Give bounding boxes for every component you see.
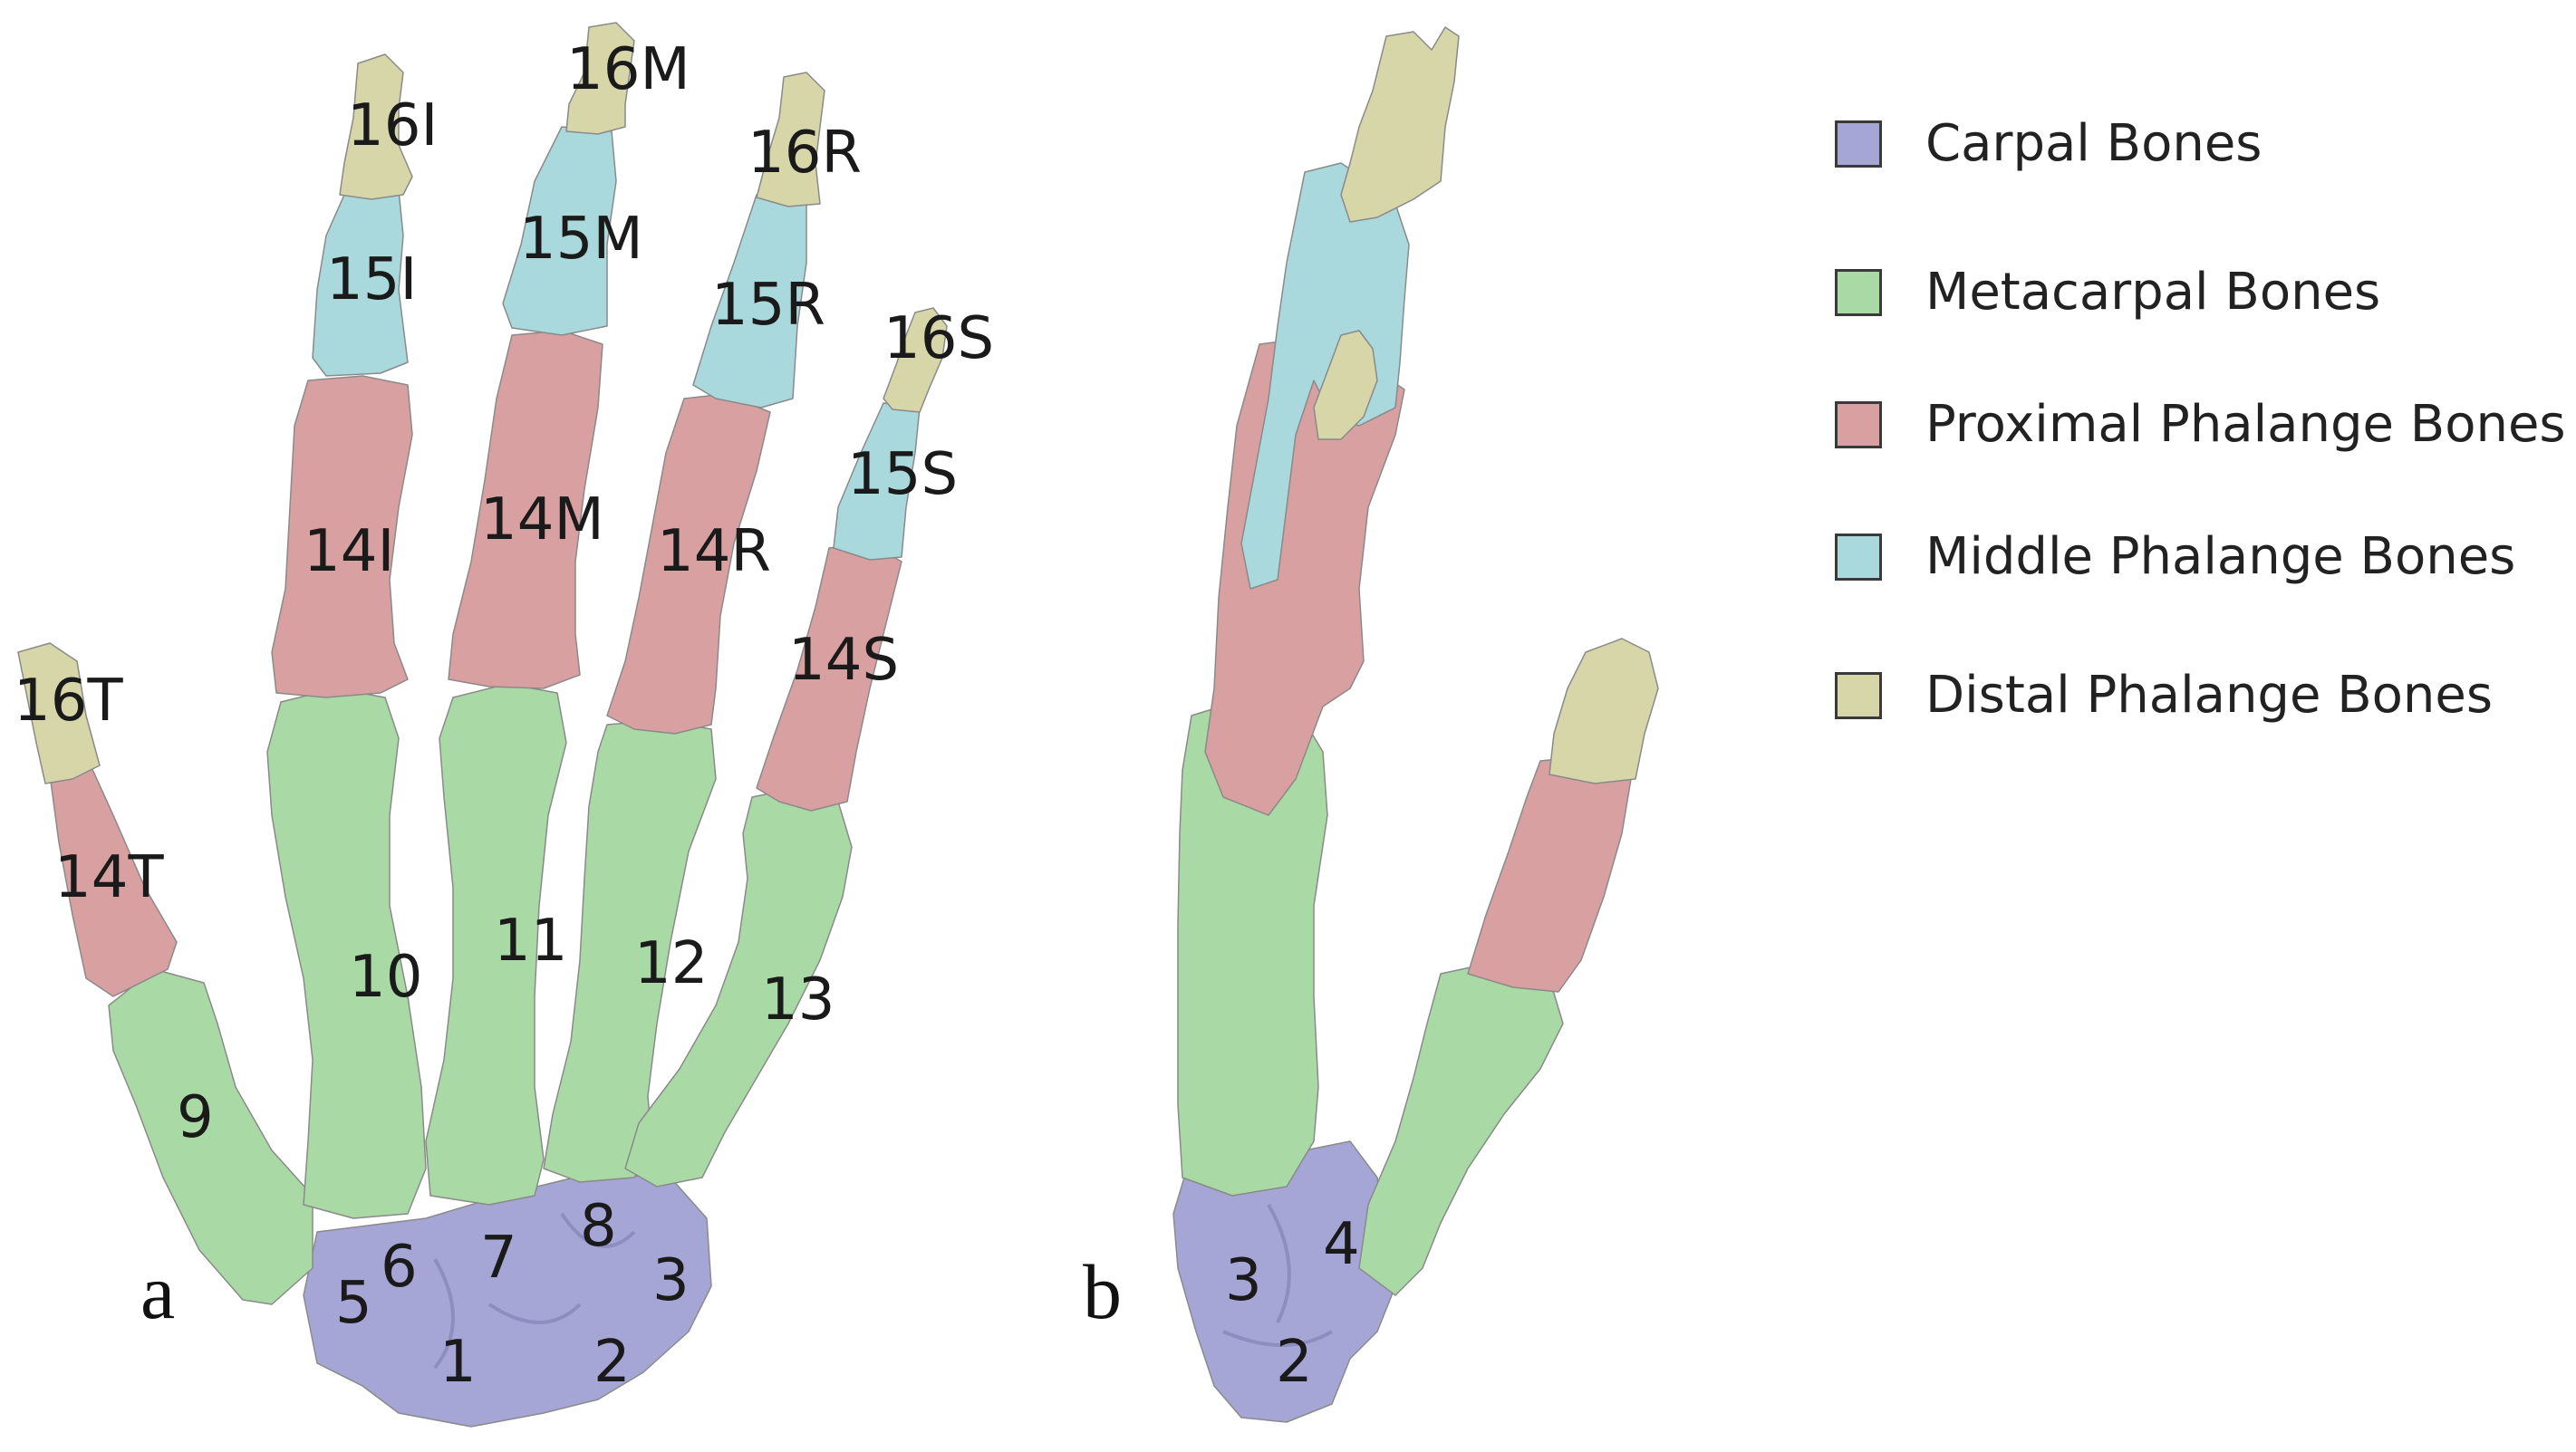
legend-item-distal: Distal Phalange Bones <box>1835 666 2493 725</box>
carpal-groove-a2 <box>487 1303 582 1324</box>
label-16M: 16M <box>566 36 690 103</box>
proximal-phalanx-thumb-b <box>1467 755 1632 993</box>
proximal-phalanx-14I <box>271 375 413 698</box>
carpal-groove-b1 <box>1267 1204 1291 1323</box>
legend-swatch-proximal <box>1835 400 1882 448</box>
carpal-groove-b2 <box>1222 1330 1334 1347</box>
label-14I: 14I <box>304 518 394 585</box>
legend-swatch-carpal <box>1835 120 1882 168</box>
label-b-carpal-2: 2 <box>1276 1329 1313 1396</box>
legend-label-proximal: Proximal Phalange Bones <box>1925 395 2566 454</box>
label-14S: 14S <box>788 627 899 694</box>
legend-label-middle: Middle Phalange Bones <box>1925 527 2516 586</box>
label-carpal-8: 8 <box>580 1193 617 1260</box>
label-14T: 14T <box>54 844 164 911</box>
panel-a-hand: 16I 16M 16R 16S 16T 15I 15M 15R 15S 14I … <box>14 22 994 1428</box>
distal-phalanx-ring-b <box>1313 330 1378 440</box>
label-15I: 15I <box>326 246 417 313</box>
legend-label-carpal: Carpal Bones <box>1925 114 2262 173</box>
label-carpal-1: 1 <box>439 1329 477 1396</box>
label-11: 11 <box>494 908 567 975</box>
label-13: 13 <box>761 966 835 1034</box>
middle-phalanx-15I <box>312 189 409 377</box>
label-14R: 14R <box>657 518 771 585</box>
legend-item-proximal: Proximal Phalange Bones <box>1835 395 2566 454</box>
metacarpal-11 <box>425 683 567 1206</box>
legend-label-metacarpal: Metacarpal Bones <box>1925 263 2381 322</box>
distal-phalanx-thumb-b <box>1548 638 1659 784</box>
label-9: 9 <box>177 1084 214 1151</box>
carpal-cluster-a <box>303 1173 712 1428</box>
label-15S: 15S <box>847 441 958 508</box>
metacarpal-stack-b <box>1177 697 1328 1197</box>
distal-phalanx-16S <box>883 307 948 413</box>
label-b-carpal-3: 3 <box>1225 1247 1262 1314</box>
label-15M: 15M <box>519 206 643 273</box>
label-15R: 15R <box>711 272 825 339</box>
label-carpal-6: 6 <box>381 1234 418 1301</box>
proximal-phalanx-14M <box>448 330 603 689</box>
middle-phalanx-15R <box>692 194 807 409</box>
distal-phalanx-16T <box>17 642 101 784</box>
label-16I: 16I <box>347 92 438 159</box>
carpal-groove-a3 <box>560 1212 636 1248</box>
metacarpal-10 <box>266 688 427 1219</box>
label-carpal-2: 2 <box>593 1329 631 1396</box>
metacarpal-9 <box>108 968 314 1305</box>
legend-item-metacarpal: Metacarpal Bones <box>1835 263 2380 322</box>
label-10: 10 <box>349 944 422 1011</box>
label-carpal-3: 3 <box>652 1247 690 1314</box>
carpal-cluster-b <box>1172 1140 1396 1423</box>
legend-item-carpal: Carpal Bones <box>1835 114 2262 173</box>
carpal-groove-a1 <box>433 1258 455 1370</box>
label-carpal-5: 5 <box>335 1270 372 1337</box>
middle-phalanx-15M <box>502 126 617 336</box>
distal-phalanx-16I <box>339 53 413 200</box>
label-b-carpal-4: 4 <box>1323 1211 1360 1278</box>
distal-phalanx-16M <box>565 22 635 135</box>
proximal-phalanx-14T <box>49 764 178 997</box>
proximal-phalanx-14R <box>606 393 771 735</box>
label-16S: 16S <box>883 305 994 372</box>
label-14M: 14M <box>480 486 604 553</box>
metacarpal-thumb-b <box>1358 959 1564 1296</box>
legend-swatch-distal <box>1835 671 1882 719</box>
label-16T: 16T <box>14 668 123 735</box>
legend-label-distal: Distal Phalange Bones <box>1925 666 2494 725</box>
label-carpal-7: 7 <box>480 1225 517 1292</box>
distal-phalanx-16R <box>756 72 825 207</box>
panel-b-hand: 3 4 2 b <box>1083 26 1659 1423</box>
label-12: 12 <box>634 930 708 997</box>
metacarpal-13 <box>624 787 853 1188</box>
distal-phalanx-stack-b <box>1340 26 1460 223</box>
panel-label-a: a <box>140 1248 175 1335</box>
legend-item-middle: Middle Phalange Bones <box>1835 527 2515 586</box>
panel-label-b: b <box>1083 1248 1122 1335</box>
proximal-phalanx-14S <box>756 543 902 812</box>
metacarpal-12 <box>543 719 717 1183</box>
legend-swatch-metacarpal <box>1835 268 1882 316</box>
legend-swatch-middle <box>1835 533 1882 581</box>
middle-phalanx-15S <box>833 402 921 561</box>
label-16R: 16R <box>748 120 862 187</box>
